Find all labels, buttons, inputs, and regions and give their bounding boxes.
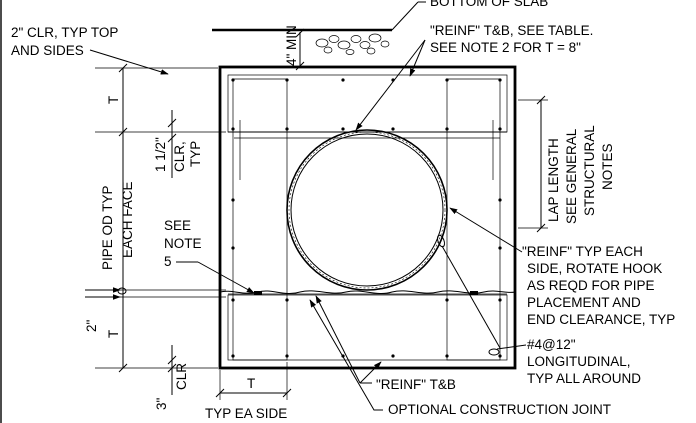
reinf-tb-leader-b <box>355 39 426 131</box>
long-leader-tail <box>496 344 527 350</box>
gravel-fill <box>315 33 390 55</box>
pipe-inner <box>290 133 444 287</box>
pipe-od-label-line1: PIPE OD TYP <box>100 185 115 270</box>
reinf-each-label-line2: SIDE, ROTATE HOOK <box>527 261 662 276</box>
width-tick-right <box>282 388 292 398</box>
long-label-line1: #4@12" <box>527 337 576 352</box>
see-note-label-line1: SEE <box>164 218 191 233</box>
reinf-tb-leader-a <box>409 39 426 77</box>
clr2-label-line2: AND SIDES <box>11 43 84 58</box>
lap-label-line2: SEE GENERAL <box>564 128 579 224</box>
reinf-each-label-line3: AS REQD FOR PIPE <box>527 278 655 293</box>
hook-right-mid <box>437 234 445 248</box>
reinf-each-leader <box>449 207 523 253</box>
tick-mat <box>118 127 128 137</box>
see-note-label-line2: NOTE <box>164 236 202 251</box>
reinf-tb-bottom-label: "REINF" T&B <box>376 377 456 392</box>
lap-tick-bottom <box>536 223 546 233</box>
reinf-each-label-line4: PLACEMENT AND <box>527 295 641 310</box>
hook-bottom-right <box>488 348 500 356</box>
lap-label-line3: STRUCTURAL <box>582 125 597 216</box>
clr2-leader <box>89 49 169 75</box>
right-side-bar <box>446 78 501 361</box>
reinf-tb-label-line2: SEE NOTE 2 FOR T = 8" <box>430 40 581 55</box>
reinf-each-label-line5: END CLEARANCE, TYP <box>527 312 675 327</box>
clr2-label-line1: 2" CLR, TYP TOP <box>11 25 118 40</box>
slab-leader <box>391 1 419 31</box>
left-side-bar <box>232 78 288 361</box>
clr112-label-line1: 1 1/2" <box>153 137 168 172</box>
clr3-tick-b <box>167 363 177 373</box>
long-label-line3: TYP ALL AROUND <box>527 371 641 386</box>
reinf-tb-bottom-leader-b <box>359 361 382 384</box>
width-tick-left <box>215 388 225 398</box>
lap-tick-top <box>536 95 546 105</box>
construction-joint-label: OPTIONAL CONSTRUCTION JOINT <box>388 402 611 417</box>
bottom-of-slab-label: BOTTOM OF SLAB <box>430 0 548 9</box>
bottom-mat-outer <box>227 294 508 361</box>
pipe-wall-hatch <box>288 131 446 289</box>
clr112-label-line3: TYP <box>188 141 203 167</box>
lap-label-line4: NOTES <box>600 143 615 190</box>
tick-top <box>118 63 128 73</box>
reinf-tb-label-line1: "REINF" T&B, SEE TABLE. <box>430 23 593 38</box>
hook-left-2in <box>117 287 127 295</box>
min-dim-tick-top <box>295 28 305 38</box>
pipe-outer <box>286 129 448 291</box>
lap-label-line1: LAP LENGTH <box>546 138 561 222</box>
clr112-tick-a <box>167 118 177 128</box>
typ-ea-side-label: TYP EA SIDE <box>205 406 287 421</box>
joint-bar-right <box>470 291 478 295</box>
see-note-leader <box>197 261 255 294</box>
dim3-label: 3" <box>154 397 169 410</box>
tick-bottom <box>118 363 128 373</box>
joint-leader <box>309 299 383 411</box>
long-leader <box>441 245 501 349</box>
encasement-outline <box>218 65 517 370</box>
dim2-label: 2" <box>84 319 99 332</box>
t-bottom-label: T <box>106 330 121 338</box>
long-label-line2: LONGITUDINAL, <box>527 354 631 369</box>
joint-bar-left <box>254 291 262 295</box>
t-top-label: T <box>106 96 121 104</box>
top-mat-outer <box>227 74 508 133</box>
longitudinal-bars <box>231 78 502 358</box>
clr3-tick-a <box>167 355 177 365</box>
min-4-label: 4" MIN <box>284 25 299 66</box>
clr112-tick-b <box>167 133 177 143</box>
see-note-label-line3: 5 <box>164 254 172 269</box>
pipe-od-label-line2: EACH FACE <box>120 181 135 258</box>
reinf-each-label-line1: "REINF" TYP EACH <box>522 244 643 259</box>
t-width-label: T <box>247 376 255 391</box>
clr112-label-line2: CLR, <box>172 141 187 172</box>
clr-bottom-label: CLR <box>174 363 189 390</box>
reinf-tb-bottom-leader-a <box>315 295 361 384</box>
